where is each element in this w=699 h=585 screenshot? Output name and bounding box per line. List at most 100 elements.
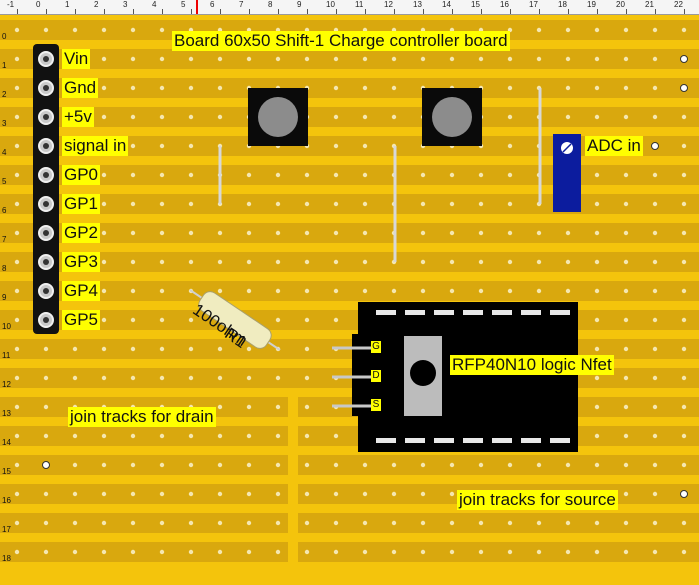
hole bbox=[507, 549, 513, 555]
hole bbox=[391, 85, 397, 91]
hole bbox=[101, 259, 107, 265]
hole bbox=[14, 317, 20, 323]
hole bbox=[478, 230, 484, 236]
hole bbox=[72, 346, 78, 352]
hole bbox=[536, 230, 542, 236]
row-number: 7 bbox=[2, 235, 7, 244]
hole bbox=[623, 259, 629, 265]
hole bbox=[391, 491, 397, 497]
hole bbox=[594, 520, 600, 526]
hole bbox=[680, 84, 688, 92]
hole bbox=[159, 317, 165, 323]
hole bbox=[420, 172, 426, 178]
hole bbox=[188, 346, 194, 352]
track-strip bbox=[0, 78, 699, 98]
heatsink-notch bbox=[434, 438, 454, 443]
hole bbox=[623, 85, 629, 91]
hole bbox=[333, 317, 339, 323]
row-number: 18 bbox=[2, 554, 11, 563]
hole bbox=[333, 143, 339, 149]
hole bbox=[246, 549, 252, 555]
heatsink-notch bbox=[376, 438, 396, 443]
hole bbox=[246, 346, 252, 352]
hole bbox=[565, 549, 571, 555]
ruler-tick bbox=[655, 9, 656, 14]
hole bbox=[681, 317, 687, 323]
hole bbox=[652, 520, 658, 526]
row-number: 3 bbox=[2, 119, 7, 128]
hole bbox=[101, 201, 107, 207]
source-label: join tracks for source bbox=[457, 490, 618, 510]
hole bbox=[391, 549, 397, 555]
hole bbox=[246, 172, 252, 178]
row-number: 5 bbox=[2, 177, 7, 186]
hole bbox=[101, 462, 107, 468]
heatsink-notch bbox=[463, 310, 483, 315]
track-strip bbox=[0, 542, 699, 562]
ruler-number: 11 bbox=[355, 0, 364, 9]
hole bbox=[594, 114, 600, 120]
hole bbox=[304, 404, 310, 410]
hole bbox=[217, 85, 223, 91]
hole bbox=[304, 230, 310, 236]
fet-pin-s: S bbox=[371, 399, 381, 411]
hole bbox=[362, 491, 368, 497]
hole bbox=[159, 259, 165, 265]
hole bbox=[681, 346, 687, 352]
push-button-right bbox=[422, 88, 482, 146]
hole bbox=[130, 375, 136, 381]
hole bbox=[275, 404, 281, 410]
hole bbox=[188, 433, 194, 439]
ruler-number: 1 bbox=[65, 0, 70, 9]
hole bbox=[362, 143, 368, 149]
row-number: 10 bbox=[2, 322, 11, 331]
hole bbox=[652, 201, 658, 207]
hole bbox=[478, 288, 484, 294]
row-number: 15 bbox=[2, 467, 11, 476]
hole bbox=[623, 433, 629, 439]
hole bbox=[159, 201, 165, 207]
hole bbox=[246, 404, 252, 410]
hole bbox=[130, 520, 136, 526]
hole bbox=[14, 404, 20, 410]
hole bbox=[304, 317, 310, 323]
fet-label: RFP40N10 logic Nfet bbox=[450, 355, 614, 375]
hole bbox=[188, 172, 194, 178]
hole bbox=[217, 520, 223, 526]
ruler-tick bbox=[278, 9, 279, 14]
hole bbox=[507, 56, 513, 62]
hole bbox=[14, 172, 20, 178]
heatsink-notch bbox=[521, 310, 541, 315]
hole bbox=[130, 317, 136, 323]
hole bbox=[594, 404, 600, 410]
row-number: 8 bbox=[2, 264, 7, 273]
hole bbox=[391, 462, 397, 468]
hole bbox=[594, 549, 600, 555]
ruler-tick bbox=[510, 9, 511, 14]
hole bbox=[420, 230, 426, 236]
heatsink-notch bbox=[521, 438, 541, 443]
hole bbox=[188, 375, 194, 381]
push-button-left bbox=[248, 88, 308, 146]
hole bbox=[275, 56, 281, 62]
hole bbox=[188, 549, 194, 555]
hole bbox=[652, 259, 658, 265]
hole bbox=[623, 201, 629, 207]
hole bbox=[594, 433, 600, 439]
hole bbox=[391, 56, 397, 62]
ruler-number: 2 bbox=[94, 0, 99, 9]
row-number: 17 bbox=[2, 525, 11, 534]
hole bbox=[420, 549, 426, 555]
resistor-r1 bbox=[189, 289, 281, 351]
ruler-tick bbox=[626, 9, 627, 14]
hole bbox=[623, 462, 629, 468]
hole bbox=[246, 230, 252, 236]
hole bbox=[652, 114, 658, 120]
hole bbox=[507, 259, 513, 265]
hole bbox=[14, 346, 20, 352]
heatsink-notch bbox=[550, 310, 570, 315]
hole bbox=[72, 491, 78, 497]
hole bbox=[275, 491, 281, 497]
hole bbox=[130, 85, 136, 91]
hole bbox=[275, 433, 281, 439]
